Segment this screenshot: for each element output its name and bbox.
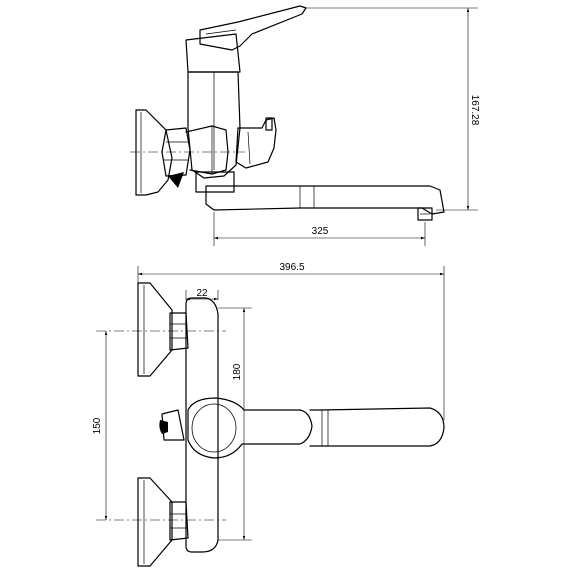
dim-spout-reach: 325 [312, 226, 329, 237]
front-spout [309, 407, 445, 447]
side-wall-escutcheon [135, 109, 173, 196]
dim-body-height: 180 [232, 363, 243, 380]
side-handle-lever [199, 5, 307, 51]
dim-overall-width: 396.5 [279, 262, 304, 273]
side-seal [168, 172, 184, 188]
side-view: 167.28 325 [130, 5, 480, 246]
dim-offset: 22 [196, 288, 208, 299]
side-diverter [235, 117, 277, 169]
front-view: 396.5 22 180 150 [92, 262, 445, 567]
front-upper-escutcheon [137, 282, 173, 377]
front-lower-escutcheon [137, 477, 173, 567]
side-spout [205, 185, 445, 215]
front-handle [187, 397, 313, 459]
dim-inlet-spacing: 150 [92, 417, 103, 434]
front-diverter-cap [159, 420, 168, 434]
side-body [187, 71, 241, 179]
front-body [185, 297, 219, 553]
dim-height-side: 167.28 [469, 95, 480, 126]
